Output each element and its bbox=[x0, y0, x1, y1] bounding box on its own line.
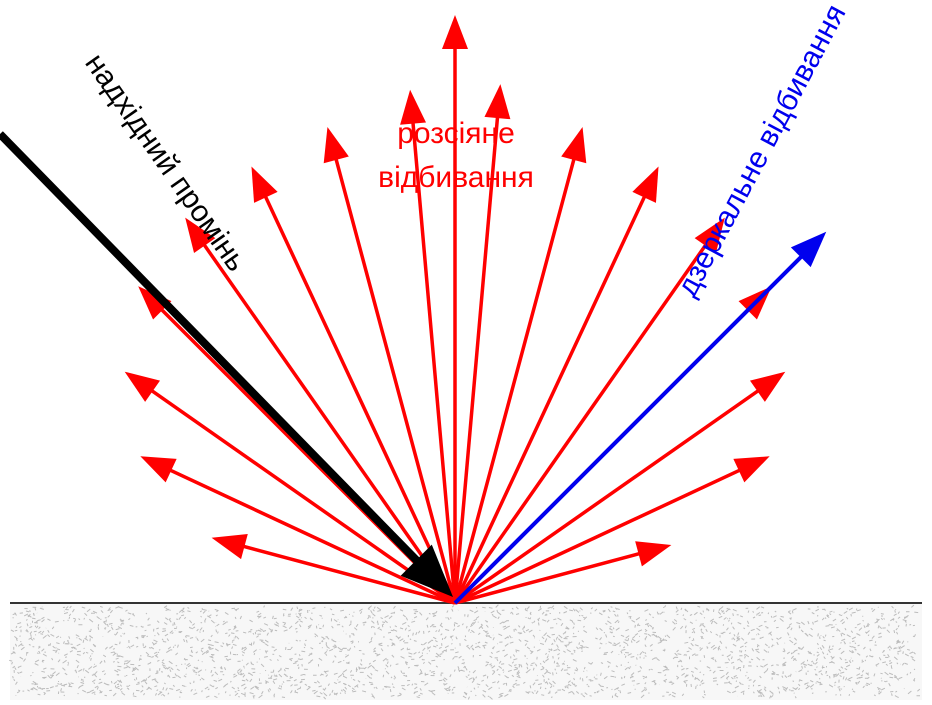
specular-arrowhead bbox=[790, 231, 827, 268]
diffuse-ray-line bbox=[453, 233, 715, 605]
diffuse-arrowhead bbox=[733, 456, 770, 483]
diffuse-label-line2: відбивання bbox=[378, 161, 534, 194]
diffuse-arrowhead bbox=[400, 89, 427, 125]
diffuse-ray-line bbox=[454, 463, 753, 605]
diffuse-arrowhead bbox=[138, 286, 172, 320]
diffuse-arrowhead bbox=[211, 534, 248, 560]
surface-body bbox=[10, 603, 922, 700]
diffuse-arrowhead bbox=[632, 166, 659, 203]
diffuse-arrowhead bbox=[185, 217, 216, 253]
diffuse-rays bbox=[124, 15, 786, 605]
specular-ray-line bbox=[453, 245, 813, 605]
incident-ray bbox=[0, 131, 453, 597]
diffuse-ray-line bbox=[140, 381, 457, 605]
diffuse-arrowhead bbox=[442, 15, 468, 49]
diffuse-ray-line bbox=[453, 381, 770, 605]
reflecting-surface bbox=[9, 602, 922, 700]
incident-arrowhead bbox=[400, 544, 453, 597]
diffuse-label-line1: розсіяне bbox=[397, 117, 515, 150]
incident-ray-line bbox=[0, 131, 430, 574]
diffuse-ray-line bbox=[453, 145, 580, 604]
diffuse-arrowhead bbox=[124, 371, 161, 402]
diffuse-ray-line bbox=[410, 109, 457, 604]
diffuse-ray-line bbox=[453, 103, 501, 604]
diffuse-ray-line bbox=[230, 541, 456, 605]
diffuse-arrowhead bbox=[251, 166, 278, 203]
diffuse-ray-line bbox=[454, 548, 653, 605]
diffuse-arrowhead bbox=[694, 217, 725, 253]
diffuse-arrowhead bbox=[484, 84, 511, 120]
diffuse-ray-line bbox=[453, 183, 652, 604]
diffuse-arrowhead bbox=[561, 126, 587, 164]
surface-texture bbox=[9, 604, 921, 700]
diffuse-ray-line bbox=[195, 233, 457, 605]
diffuse-arrowhead bbox=[140, 456, 177, 483]
diffuse-arrowhead bbox=[323, 126, 349, 164]
specular-label: дзеркальне відбивання bbox=[671, 0, 853, 302]
diffuse-ray-line bbox=[157, 463, 456, 605]
surface-speckle bbox=[9, 604, 921, 700]
diffuse-arrowhead bbox=[635, 541, 672, 567]
diffuse-arrowhead bbox=[749, 371, 786, 402]
specular-ray bbox=[453, 231, 827, 605]
diffuse-ray-line bbox=[258, 183, 457, 604]
diffuse-ray-line bbox=[330, 145, 457, 604]
